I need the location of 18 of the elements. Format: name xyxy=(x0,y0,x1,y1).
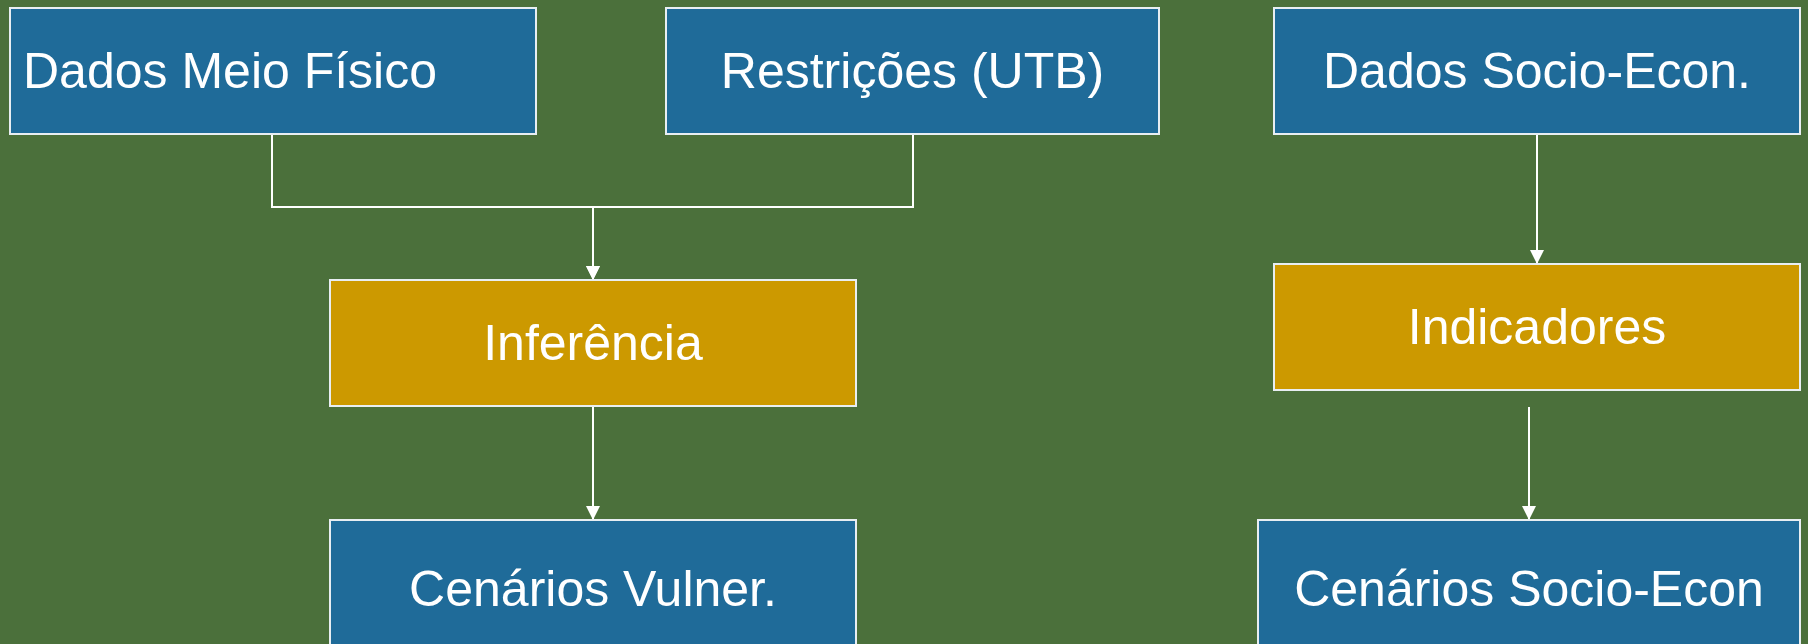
data-box xyxy=(1273,7,1801,135)
data-box xyxy=(1257,519,1801,644)
process-box xyxy=(1273,263,1801,391)
box-label: Dados Socio-Econ. xyxy=(1323,42,1751,100)
data-box xyxy=(329,519,857,644)
box-label: Restrições (UTB) xyxy=(720,42,1105,100)
box-label: Cenários Vulner. xyxy=(409,560,777,618)
process-box xyxy=(329,279,857,407)
box-label: Cenários Socio-Econ xyxy=(1294,560,1764,618)
box-label: Inferência xyxy=(483,314,703,372)
box-label: Indicadores xyxy=(1407,298,1667,356)
box-label: Dados Meio Físico xyxy=(23,42,438,100)
arrow xyxy=(1530,134,1544,264)
data-box xyxy=(9,7,537,135)
data-box xyxy=(665,7,1160,135)
arrow xyxy=(1522,406,1536,520)
arrow xyxy=(586,134,914,280)
arrow xyxy=(586,406,600,520)
